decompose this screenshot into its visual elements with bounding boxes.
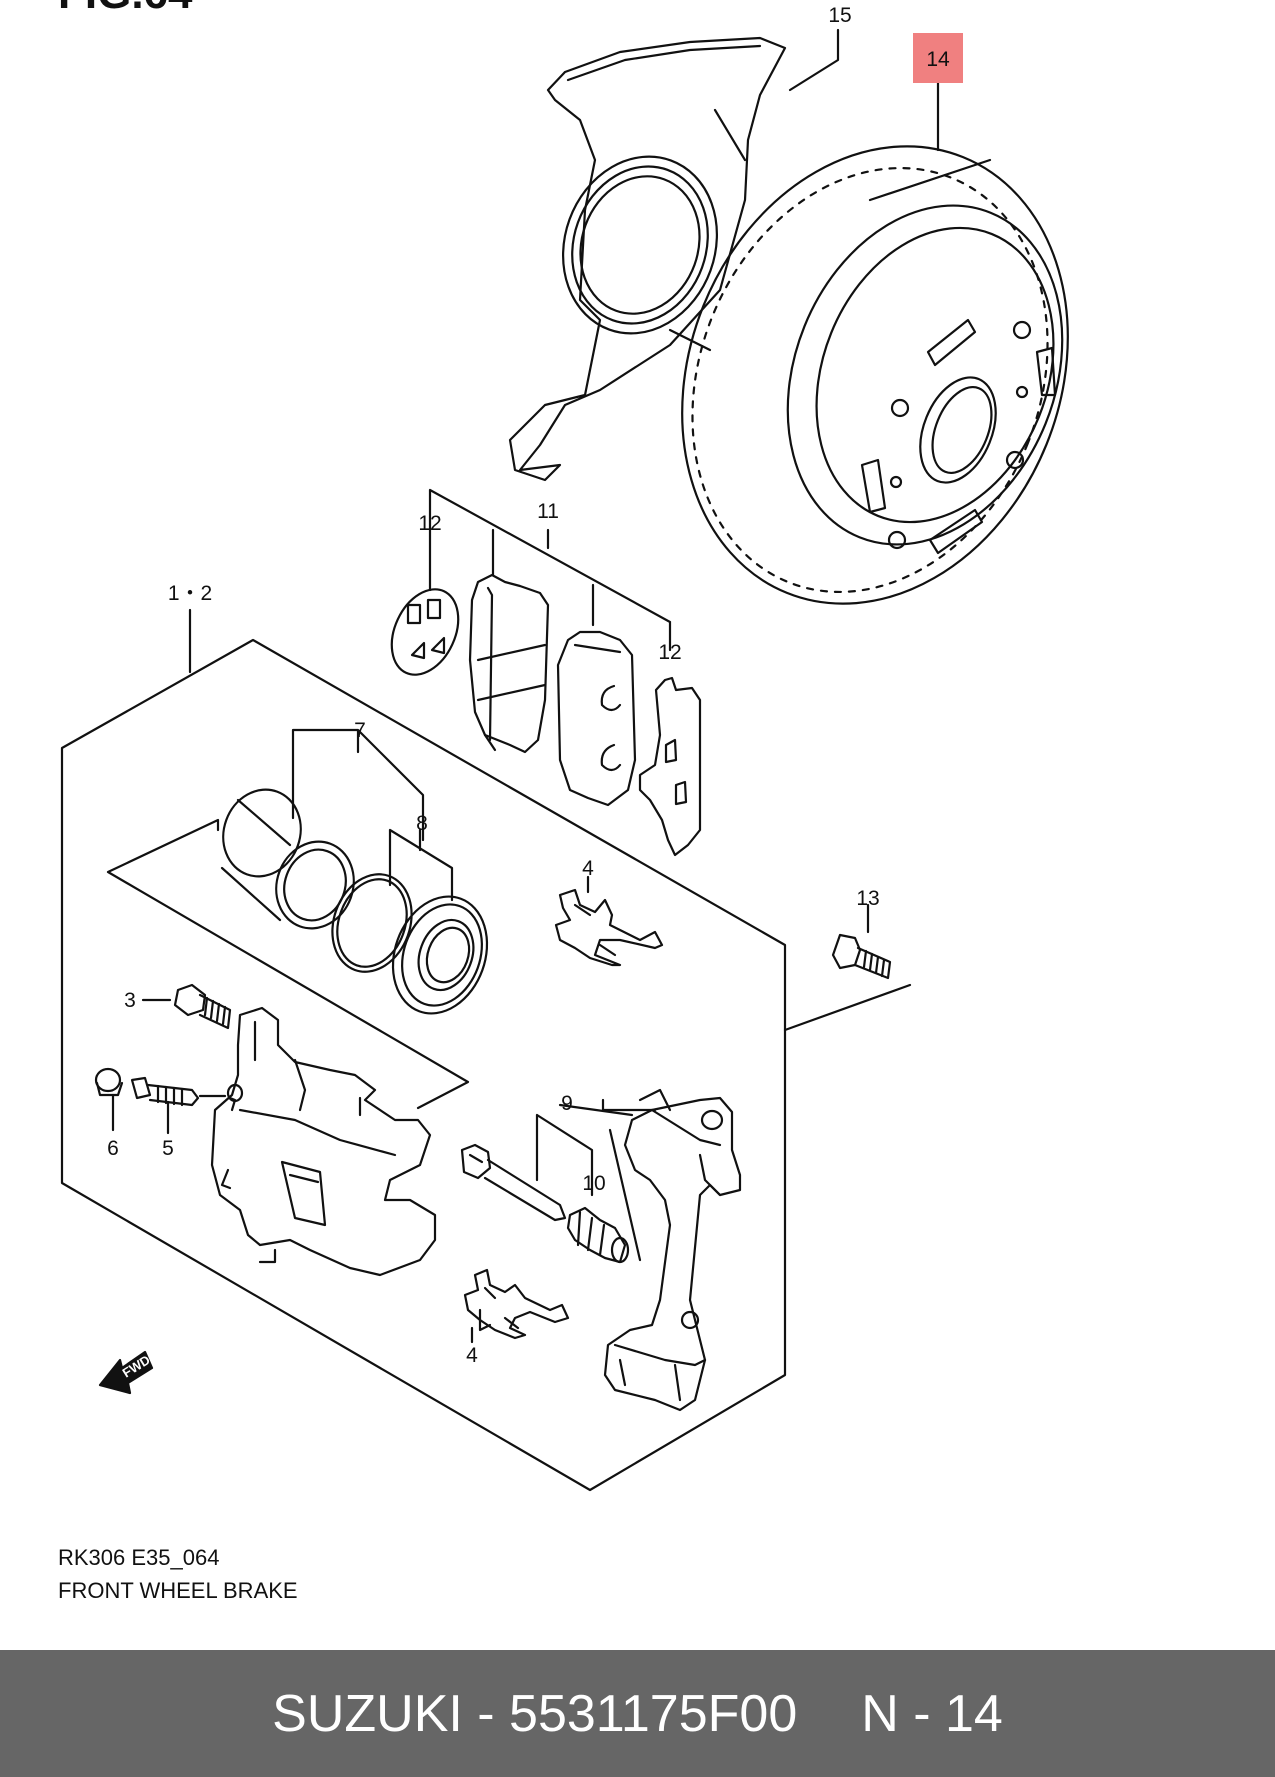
callout-4-top: 4 (582, 857, 594, 880)
cap-6 (94, 1067, 124, 1132)
callout-highlight-14 (913, 33, 963, 83)
leader-15 (788, 28, 840, 92)
callout-3: 3 (124, 989, 136, 1012)
callout-6: 6 (107, 1137, 119, 1160)
bracket-1-2 (60, 638, 787, 1492)
callout-12-left: 12 (418, 512, 441, 535)
pad-clip-top (554, 888, 664, 967)
callout-14: 14 (926, 48, 950, 71)
callout-15: 15 (828, 4, 851, 27)
footer-bar: SUZUKI - 5531175F00 N - 14 (0, 1650, 1275, 1777)
parts-diagram: FIG.64 (58, 0, 1069, 1492)
shim-left (390, 588, 460, 676)
fwd-arrow-icon: FWD (98, 1350, 154, 1395)
brake-pad-inner (468, 573, 550, 754)
footer-part-number: SUZUKI - 5531175F00 (272, 1684, 798, 1743)
pin-boot (566, 1206, 630, 1264)
figure-code: RK306 E35_064 (58, 1545, 220, 1570)
dust-shield (508, 36, 787, 482)
callout-10: 10 (582, 1172, 605, 1195)
brake-disc (681, 145, 1069, 605)
dust-boot (391, 895, 489, 1015)
callout-7: 7 (354, 719, 366, 742)
callout-5: 5 (162, 1137, 174, 1160)
brake-pad-outer (556, 630, 637, 807)
bracket-11 (428, 488, 672, 652)
pad-clip-bottom (463, 1268, 570, 1340)
callout-8: 8 (416, 812, 428, 835)
callout-13: 13 (856, 887, 879, 910)
bracket-7 (291, 728, 425, 842)
guide-pin (460, 1143, 567, 1222)
figure-title: FRONT WHEEL BRAKE (58, 1578, 298, 1603)
figure-label: FIG.64 (58, 0, 193, 18)
bleeder-5 (130, 1076, 227, 1135)
shim-right (638, 676, 702, 857)
bolt-3 (141, 983, 232, 1030)
callout-9: 9 (561, 1092, 573, 1115)
callout-4-bottom: 4 (466, 1344, 478, 1367)
caliper-housing (210, 1006, 437, 1277)
bracket-9-10 (535, 1113, 594, 1197)
callout-1-2: 1・2 (168, 582, 212, 605)
callout-11: 11 (537, 500, 559, 523)
piston-seal (331, 873, 413, 973)
caliper-support-bracket (603, 1088, 742, 1412)
bolt-13 (831, 903, 892, 980)
piston (220, 788, 355, 930)
footer-reference: N - 14 (861, 1684, 1003, 1743)
callout-12-right: 12 (658, 641, 681, 664)
